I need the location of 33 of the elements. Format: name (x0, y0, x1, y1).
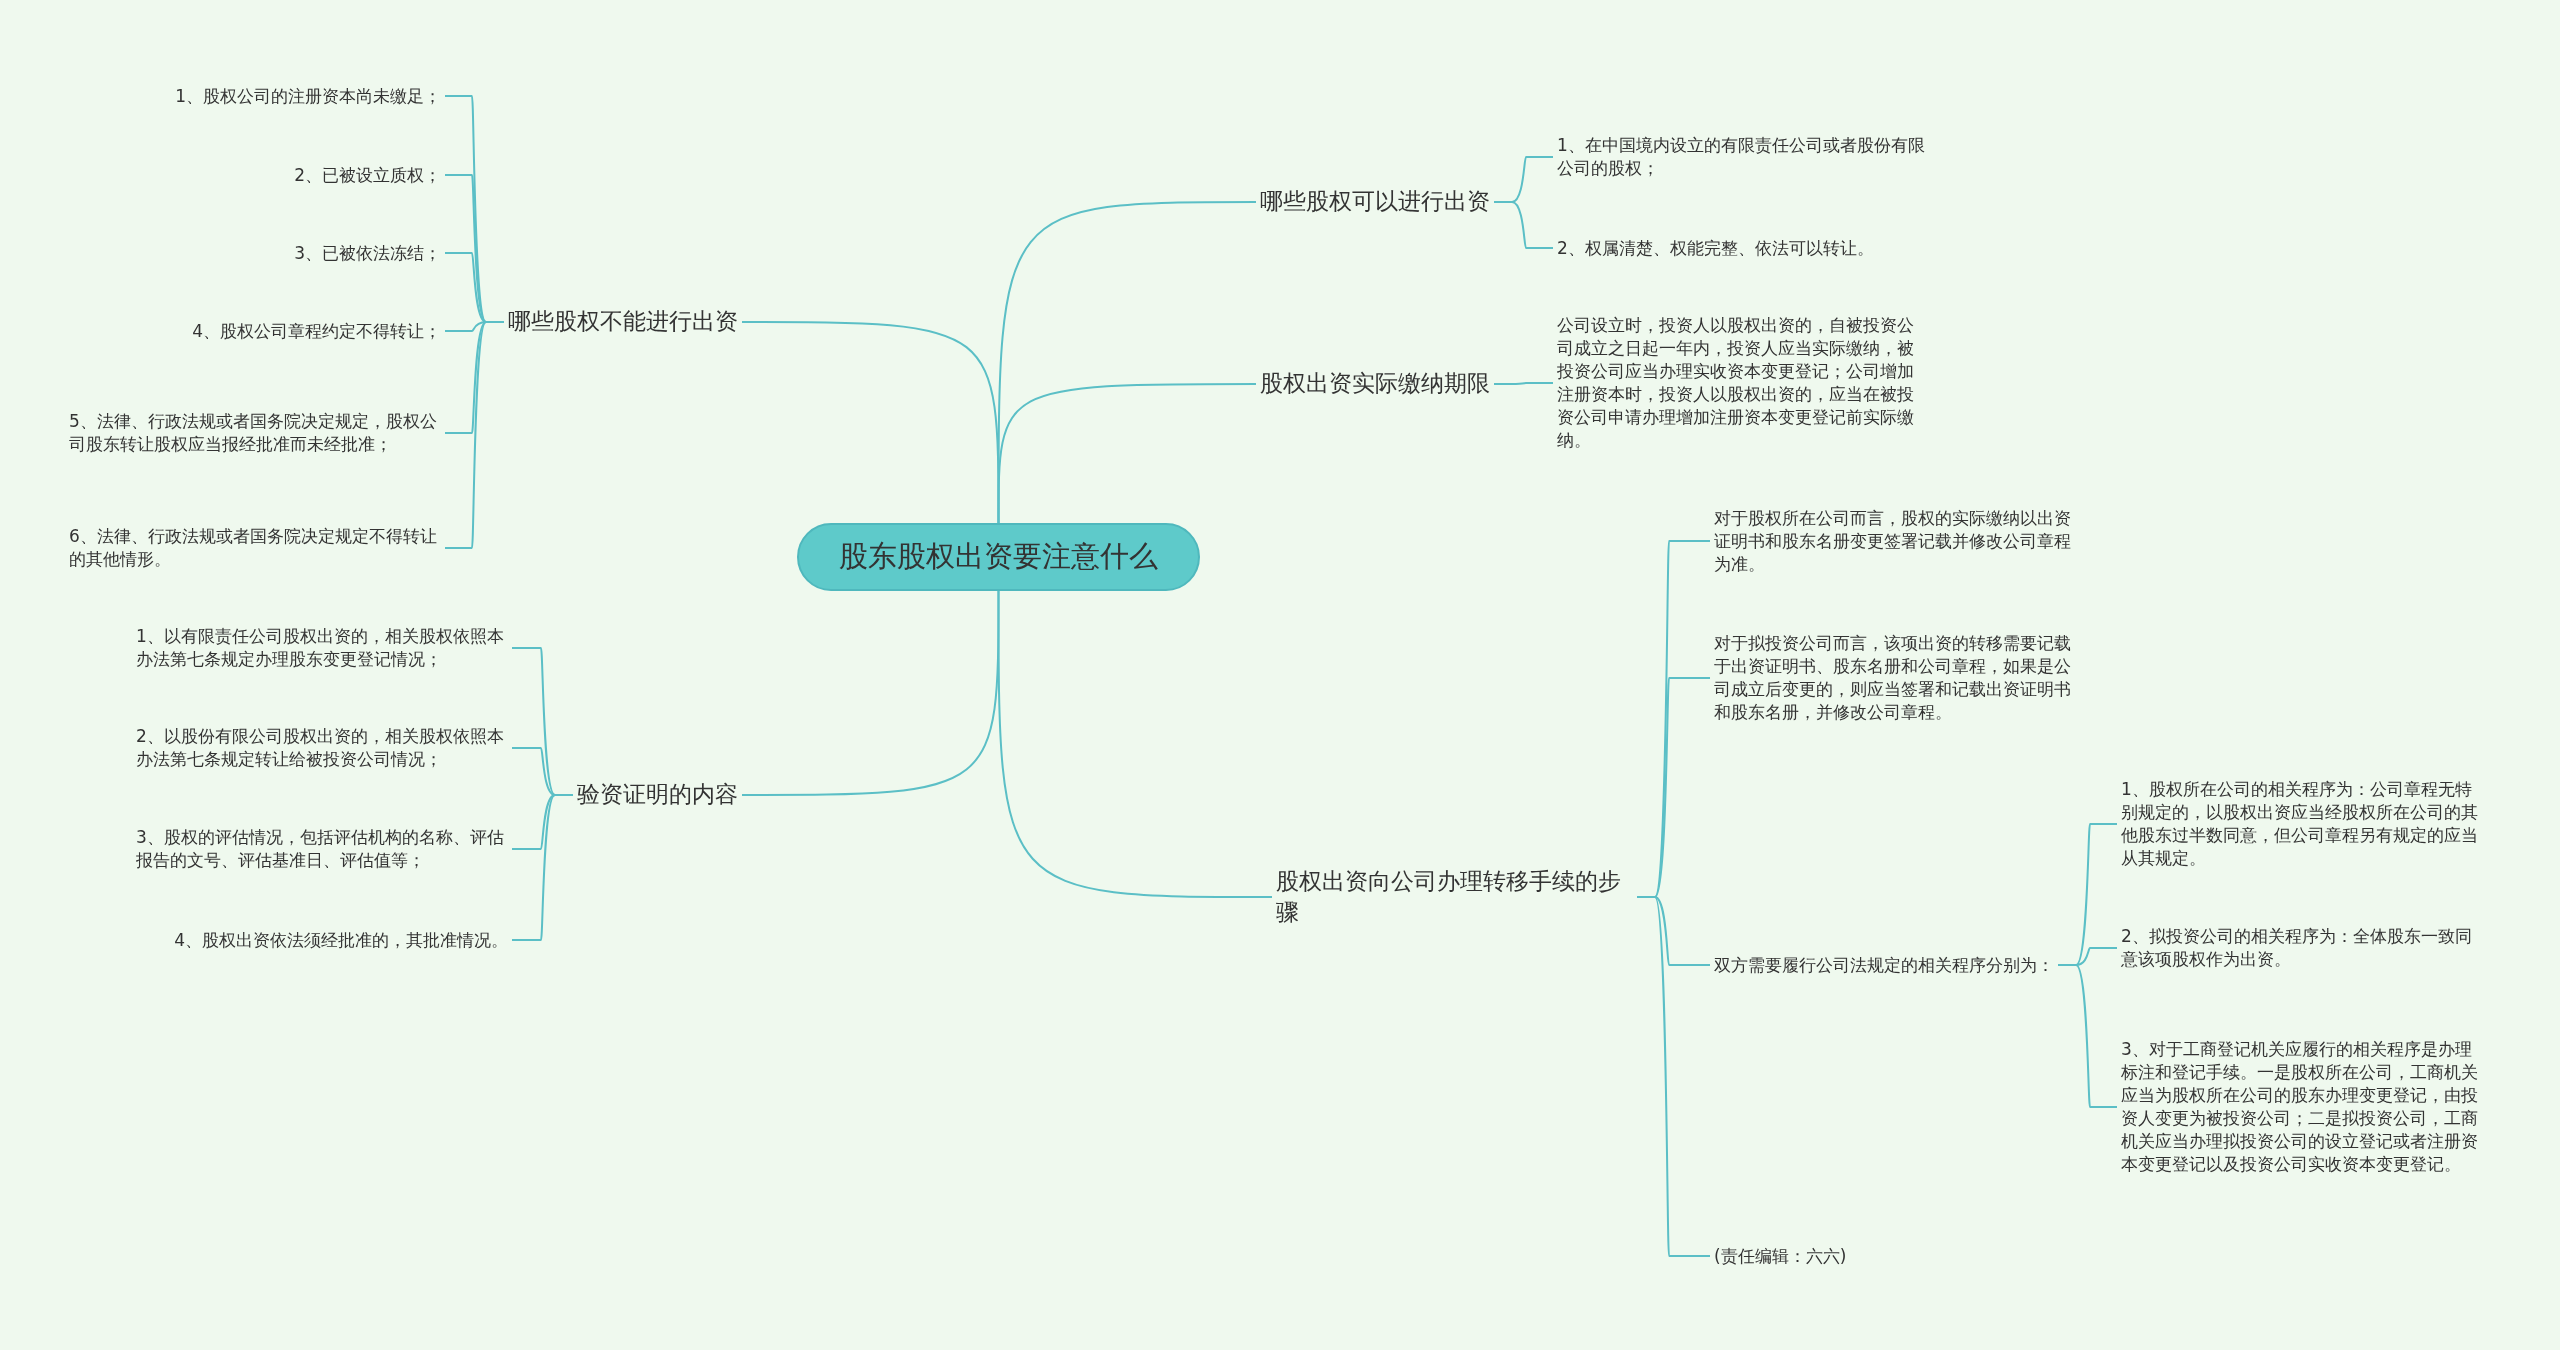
subtopic-text: 对于股权所在公司而言，股权的实际缴纳以出资证明书和股东名册变更签署记载并修改公司章程为准。 (1710, 504, 2085, 578)
subtopic-text: 公司设立时，投资人以股权出资的，自被投资公司成立之日起一年内，投资人应当实际缴纳，被投资公司应当办理实收资本变更登记；公司增加注册资本时，投资人以股权出资的，应当在被投资公司申请办理增加注册资本变更登记前实际缴纳。 (1553, 312, 1928, 454)
subtopic-text: 对于拟投资公司而言，该项出资的转移需要记载于出资证明书、股东名册和公司章程，如果是公司成立后变更的，则应当签署和记载出资证明书和股东名册，并修改公司章程。 (1710, 630, 2085, 726)
branch-topic: 哪些股权不能进行出资 (504, 304, 742, 340)
subtopic-text: 5、法律、行政法规或者国务院决定规定，股权公司股东转让股权应当报经批准而未经批准； (65, 408, 445, 458)
subtopic-text: 2、拟投资公司的相关程序为：全体股东一致同意该项股权作为出资。 (2117, 923, 2492, 973)
subtopic-text: 2、已被设立质权； (290, 161, 445, 189)
connector-line (741, 321, 1000, 524)
subtopic-text: 1、在中国境内设立的有限责任公司或者股份有限公司的股权； (1553, 132, 1933, 182)
subtopic-text: (责任编辑：六六) (1710, 1242, 1851, 1270)
branch-topic: 哪些股权可以进行出资 (1256, 184, 1494, 220)
connector-line (1493, 201, 1554, 249)
subtopic-text: 1、以有限责任公司股权出资的，相关股权依照本办法第七条规定办理股东变更登记情况； (132, 623, 512, 673)
subtopic-text: 3、已被依法冻结； (290, 239, 445, 267)
connector-line (997, 383, 1257, 524)
subtopic-text: 4、股权出资依法须经批准的，其批准情况。 (170, 926, 512, 954)
connector-line (741, 590, 1000, 796)
subtopic-text: 3、股权的评估情况，包括评估机构的名称、评估报告的文号、评估基准日、评估值等； (132, 824, 512, 874)
subtopic-text: 6、法律、行政法规或者国务院决定规定不得转让的其他情形。 (65, 523, 445, 573)
central-topic: 股东股权出资要注意什么 (797, 523, 1200, 591)
connector-line (1493, 382, 1554, 385)
subtopic-text: 3、对于工商登记机关应履行的相关程序是办理标注和登记手续。一是股权所在公司，工商机关应当为股权所在公司的股东办理变更登记，由投资人变更为被投资公司；二是拟投资公司，工商机关应当办理拟投资公司的设立登记或者注册资本变更登记以及投资公司实收资本变更登记。 (2117, 1036, 2492, 1178)
branch-topic: 股权出资实际缴纳期限 (1256, 366, 1494, 402)
subtopic-text: 2、权属清楚、权能完整、依法可以转让。 (1553, 234, 1878, 262)
connector-line (997, 590, 1273, 898)
branch-topic: 验资证明的内容 (573, 777, 742, 813)
subtopic-text: 4、股权公司章程约定不得转让； (188, 317, 445, 345)
subtopic-text: 1、股权所在公司的相关程序为：公司章程无特别规定的，以股权出资应当经股权所在公司的其他股东过半数同意，但公司章程另有规定的应当从其规定。 (2117, 776, 2492, 872)
subtopic-text: 双方需要履行公司法规定的相关程序分别为： (1710, 951, 2058, 979)
subtopic-text: 1、股权公司的注册资本尚未缴足； (171, 82, 445, 110)
branch-topic: 股权出资向公司办理转移手续的步骤 (1272, 863, 1637, 931)
connector-line (1636, 896, 1711, 1257)
subtopic-text: 2、以股份有限公司股权出资的，相关股权依照本办法第七条规定转让给被投资公司情况； (132, 723, 512, 773)
